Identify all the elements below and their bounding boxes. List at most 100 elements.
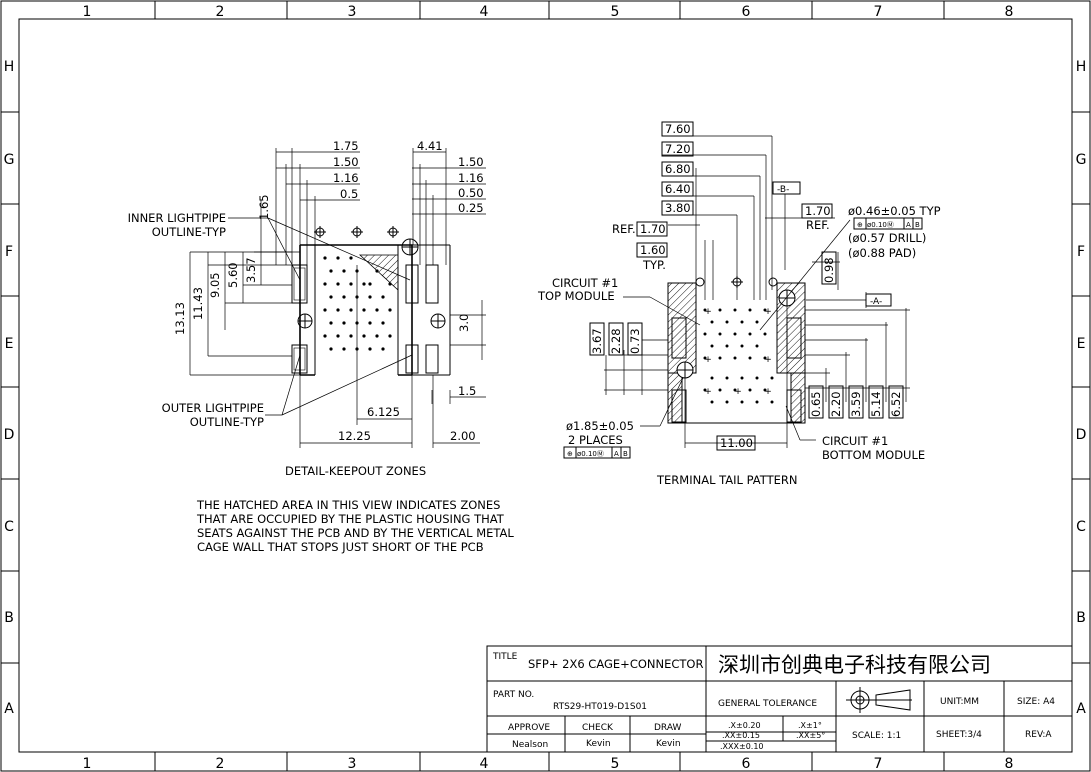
hole-spec-2: (ø0.57 DRILL) [848, 231, 926, 245]
tail-dim-220: 2.20 [829, 391, 843, 417]
row-label-f-right: F [1077, 244, 1085, 260]
hole-spec-1: ø0.46±0.05 TYP [848, 204, 941, 218]
check-label: CHECK [582, 723, 614, 733]
note-line-3: SEATS AGAINST THE PCB AND BY THE VERTICA… [197, 526, 514, 540]
keepout-pin-dots [323, 256, 392, 351]
title-label: TITLE [492, 652, 518, 662]
svg-text:+: + [734, 387, 742, 397]
big-hole-spec: ø1.85±0.05 [566, 419, 634, 433]
keepout-dim-150: 1.50 [333, 155, 359, 169]
col-label-5-bottom: 5 [611, 756, 620, 772]
terminal-view: +++ ++++ [537, 121, 941, 487]
col-label-3-bottom: 3 [348, 756, 357, 772]
svg-text:+: + [764, 307, 772, 317]
note-line-1: THE HATCHED AREA IN THIS VIEW INDICATES … [196, 498, 500, 512]
circuit-bottom-label-1: CIRCUIT #1 [822, 434, 888, 448]
row-label-e: E [5, 336, 14, 352]
keepout-dim-050: 0.50 [458, 186, 484, 200]
fcf2-tolerance: ø0.10Ⓜ [577, 450, 604, 458]
col-label-8-bottom: 8 [1005, 756, 1014, 772]
fcf2-datum-b: B [623, 450, 628, 458]
keepout-dim-1143: 11.43 [191, 287, 205, 320]
tail-dim-720: 7.20 [665, 142, 691, 156]
keepout-dim-357: 3.57 [244, 257, 258, 283]
tail-dim-380: 3.80 [665, 201, 691, 215]
fcf-datum-b: B [915, 221, 920, 229]
tail-dim-160: 1.60 [640, 243, 666, 257]
tail-dim-1100: 11.00 [720, 436, 753, 450]
company-name: 深圳市创典电子科技有限公司 [718, 653, 991, 677]
fcf-tolerance: ø0.10Ⓜ [867, 221, 894, 229]
note-line-4: CAGE WALL THAT STOPS JUST SHORT OF THE P… [197, 540, 484, 554]
tail-dim-760: 7.60 [665, 122, 691, 136]
col-label-4: 4 [480, 4, 489, 20]
col-label-6: 6 [742, 4, 751, 20]
tail-dim-170-right: 1.70 [805, 204, 831, 218]
projection-symbol-icon [846, 687, 912, 713]
ang-xx: .XX±5° [796, 731, 825, 740]
keepout-dim-116: 1.16 [333, 171, 359, 185]
tail-dim-367: 3.67 [590, 328, 604, 354]
title-value: SFP+ 2X6 CAGE+CONNECTOR [528, 657, 703, 671]
check-name: Kevin [586, 739, 611, 749]
circuit-top-label-1: CIRCUIT #1 [552, 276, 618, 290]
circuit-top-label-2: TOP MODULE [537, 289, 615, 303]
col-label-3: 3 [348, 4, 357, 20]
col-label-1: 1 [83, 4, 92, 20]
col-label-4-bottom: 4 [480, 756, 489, 772]
svg-text:+: + [704, 355, 712, 365]
col-label-2-bottom: 2 [216, 756, 225, 772]
keepout-dim-441: 4.41 [417, 139, 443, 153]
keepout-dim-560: 5.60 [226, 262, 240, 288]
svg-text:+: + [704, 307, 712, 317]
tail-ref-label-right: REF. [806, 218, 830, 232]
row-label-b-right: B [1076, 610, 1086, 626]
col-label-1-bottom: 1 [83, 756, 92, 772]
col-label-5: 5 [611, 4, 620, 20]
keepout-dim-150-right: 1.50 [458, 155, 484, 169]
general-tolerance: GENERAL TOLERANCE [718, 699, 817, 709]
row-label-f: F [5, 244, 13, 260]
inner-lightpipe-label-2: OUTLINE-TYP [152, 225, 226, 239]
keepout-dim-025: 0.25 [458, 201, 484, 215]
size-a4: SIZE: A4 [1017, 697, 1055, 707]
fcf2-datum-a: A [614, 450, 619, 458]
tail-typ-label: TYP. [642, 258, 666, 272]
col-label-7-bottom: 7 [874, 756, 883, 772]
approve-name: Nealson [512, 740, 548, 750]
tail-dim-170-left: 1.70 [640, 222, 666, 236]
keepout-dim-05: 0.5 [340, 187, 358, 201]
fcf-position-icon: ⊕ [857, 221, 863, 229]
rev-value: REV:A [1025, 730, 1052, 740]
row-label-b: B [4, 610, 14, 626]
ang-x: .X±1° [798, 721, 822, 730]
note-line-2: THAT ARE OCCUPIED BY THE PLASTIC HOUSING… [196, 512, 505, 526]
inner-lightpipe-label: INNER LIGHTPIPE [128, 211, 226, 225]
keepout-dim-165: 1.65 [257, 194, 271, 220]
row-label-g-right: G [1076, 152, 1087, 168]
row-label-h: H [4, 59, 15, 75]
keepout-dim-1313: 13.13 [173, 302, 187, 335]
keepout-dim-30: 3.0 [457, 314, 471, 332]
big-hole-count: 2 PLACES [568, 433, 623, 447]
col-label-2: 2 [216, 4, 225, 20]
draw-label: DRAW [654, 723, 681, 733]
col-label-8: 8 [1005, 4, 1014, 20]
row-label-a: A [4, 701, 14, 717]
outer-lightpipe-label-2: OUTLINE-TYP [190, 415, 264, 429]
scale-value: SCALE: 1:1 [852, 731, 901, 741]
tail-dim-640: 6.40 [665, 182, 691, 196]
tail-dim-652: 6.52 [889, 391, 903, 417]
tol-xx: .XX±0.15 [722, 731, 760, 740]
tail-dim-098: 0.98 [822, 257, 836, 283]
keepout-dim-175: 1.75 [333, 139, 359, 153]
part-no-value: RTS29-HT019-D1S01 [553, 702, 647, 712]
fcf-datum-a: A [906, 221, 911, 229]
part-no-label: PART NO. [493, 690, 534, 700]
keepout-dim-116-right: 1.16 [458, 171, 484, 185]
datum-a: -A- [870, 297, 882, 307]
tail-dim-680: 6.80 [665, 162, 691, 176]
row-label-c-right: C [1076, 519, 1086, 535]
